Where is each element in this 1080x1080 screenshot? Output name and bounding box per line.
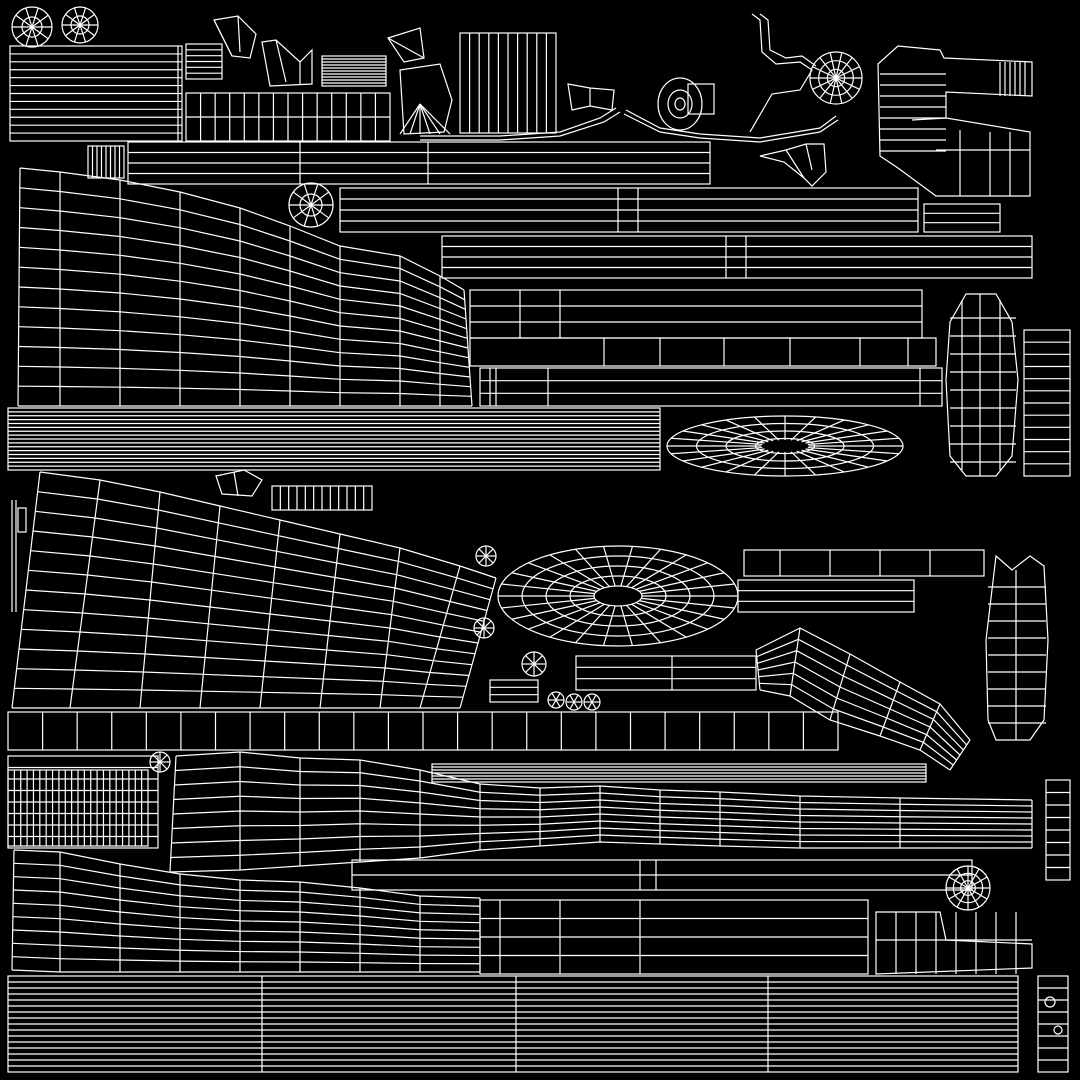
uv-strip-handle-2 xyxy=(737,579,915,613)
uv-strip-row-3 xyxy=(339,187,919,233)
uv-dot-f xyxy=(583,693,601,711)
uv-dot-d xyxy=(547,691,565,709)
uv-island-eye xyxy=(657,77,715,131)
uv-island-fan-e xyxy=(288,182,334,228)
uv-mesh-panel-2 xyxy=(11,471,497,709)
uv-dot-a xyxy=(475,545,497,567)
uv-strip-top-mid-b xyxy=(185,92,391,142)
uv-strip-long-2 xyxy=(469,337,937,367)
uv-strip-top-left-b xyxy=(185,43,223,80)
uv-strip-vert-right xyxy=(1023,329,1071,477)
uv-strip-top-mid-a xyxy=(321,55,387,87)
uv-strip-row-2 xyxy=(127,141,711,185)
uv-island-small-c xyxy=(215,469,263,497)
uv-island-curl-b xyxy=(261,39,313,87)
uv-strip-row-4 xyxy=(441,235,1033,279)
uv-island-capsule xyxy=(945,293,1019,477)
uv-strip-mid-2 xyxy=(431,763,927,783)
uv-lofted-handle-1 xyxy=(666,415,904,477)
uv-island-hook xyxy=(749,13,817,133)
uv-strip-top-left xyxy=(9,45,183,142)
uv-grid-block-left-v xyxy=(7,769,149,847)
uv-strip-lower-2 xyxy=(479,899,869,975)
uv-curve-long-a xyxy=(420,107,621,141)
uv-island-fan-d xyxy=(809,51,863,105)
uv-island-fan-a xyxy=(11,6,53,48)
uv-dot-b xyxy=(473,617,495,639)
uv-strip-row-3b xyxy=(923,203,1001,233)
uv-thin-vertical xyxy=(11,500,27,612)
uv-small-block-a xyxy=(87,145,125,179)
uv-island-small-b xyxy=(759,143,827,187)
uv-island-capsule-2 xyxy=(985,554,1049,741)
uv-strip-long-3 xyxy=(479,367,943,407)
uv-strip-bottom xyxy=(7,975,1019,1073)
uv-mesh-arm-grid xyxy=(755,627,971,771)
uv-dot-c xyxy=(521,651,547,677)
uv-strip-lower-1 xyxy=(351,859,973,891)
uv-island-g-shape xyxy=(877,45,1033,197)
uv-island-curl-a xyxy=(213,15,257,59)
uv-island-tiny-column xyxy=(1037,975,1069,1073)
uv-island-fan-c xyxy=(387,27,453,135)
uv-strip-wide-2 xyxy=(7,711,839,751)
uv-strip-mid xyxy=(575,655,757,691)
uv-mesh-panel-1 xyxy=(17,167,473,407)
uv-dot-g xyxy=(149,751,171,773)
uv-strip-right-vertical xyxy=(1045,779,1071,881)
uv-strip-long-1 xyxy=(469,289,923,339)
uv-mesh-panel-3 xyxy=(169,751,1033,873)
uv-column-block xyxy=(459,32,557,134)
uv-dot-e xyxy=(565,693,583,711)
uv-strip-small-mid xyxy=(489,679,539,703)
uv-lofted-oval-2 xyxy=(497,545,739,647)
uv-island-lower-right xyxy=(875,911,1033,975)
uv-island-fan-b xyxy=(61,6,99,44)
uv-ladder-a xyxy=(271,485,373,511)
uv-curve-long-b xyxy=(623,109,839,143)
uv-island-fan-f xyxy=(945,865,991,911)
uv-island-small-a xyxy=(567,83,615,111)
uv-mesh-panel-4 xyxy=(11,849,481,973)
uv-strip-short xyxy=(743,549,985,577)
uv-strip-wide-1 xyxy=(7,407,661,471)
